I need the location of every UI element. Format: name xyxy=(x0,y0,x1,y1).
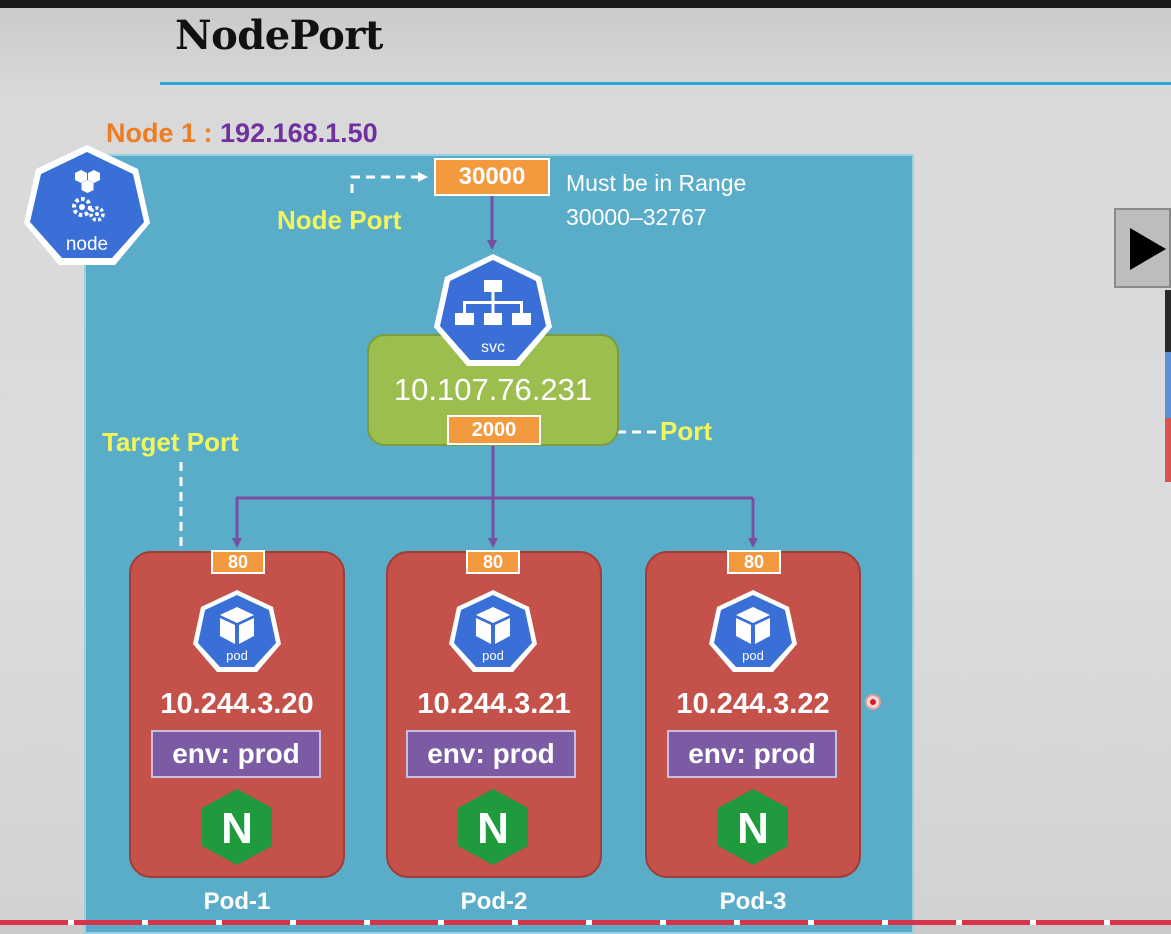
nodeport-value: 30000 xyxy=(434,158,550,196)
nginx-logo-icon: N xyxy=(458,789,528,865)
kubernetes-svc-icon: svc xyxy=(434,254,552,366)
slide-title: NodePort xyxy=(175,12,383,59)
pod-icon-label: pod xyxy=(482,648,504,663)
kubernetes-pod-icon: pod xyxy=(193,590,281,672)
target-port-label: Target Port xyxy=(102,427,239,457)
top-strip xyxy=(0,0,1171,8)
edge-bar-blue xyxy=(1165,352,1171,418)
title-rule xyxy=(160,82,1171,85)
nodeport-pointer xyxy=(350,172,428,193)
service-cluster-ip: 10.107.76.231 xyxy=(393,372,593,407)
play-button[interactable] xyxy=(1114,208,1171,288)
play-icon xyxy=(1130,228,1166,270)
pod-name: Pod-3 xyxy=(719,888,787,915)
svc-icon-label: svc xyxy=(481,339,505,356)
nodeport-range-note: Must be in Range 30000–32767 xyxy=(566,166,746,234)
edge-bar-red xyxy=(1165,418,1171,482)
bottom-strip xyxy=(0,920,1171,925)
node-name: Node 1 : xyxy=(106,118,213,148)
nginx-logo-icon: N xyxy=(202,789,272,865)
kubernetes-node-icon: node xyxy=(24,145,150,265)
nginx-letter: N xyxy=(221,804,253,853)
pod-icon-label: pod xyxy=(226,648,248,663)
pod-target-port: 80 xyxy=(211,550,265,574)
node-label: Node 1 : 192.168.1.50 xyxy=(106,118,378,149)
pod-target-port: 80 xyxy=(466,550,520,574)
pod-ip: 10.244.3.22 xyxy=(676,688,830,720)
pod-ip: 10.244.3.21 xyxy=(417,688,571,720)
port-label: Port xyxy=(660,416,712,446)
pod-ip: 10.244.3.20 xyxy=(160,688,314,720)
pod-env-label: env: prod xyxy=(151,730,321,778)
nginx-logo-icon: N xyxy=(718,789,788,865)
kubernetes-pod-icon: pod xyxy=(709,590,797,672)
pod-icon-label: pod xyxy=(742,648,764,663)
service-port: 2000 xyxy=(447,415,541,445)
pod-env-label: env: prod xyxy=(406,730,576,778)
kubernetes-pod-icon: pod xyxy=(449,590,537,672)
nginx-letter: N xyxy=(737,804,769,853)
edge-bar-dark xyxy=(1165,290,1171,352)
pod-name: Pod-2 xyxy=(460,888,528,915)
mouse-pointer-dot xyxy=(865,694,881,710)
nginx-letter: N xyxy=(477,804,509,853)
pod-name: Pod-1 xyxy=(203,888,271,915)
nodeport-label: Node Port xyxy=(277,205,402,235)
range-line-1: Must be in Range xyxy=(566,170,747,196)
range-line-2: 30000–32767 xyxy=(566,204,707,230)
node-ip: 192.168.1.50 xyxy=(220,118,378,148)
pod-env-label: env: prod xyxy=(667,730,837,778)
pod-target-port: 80 xyxy=(727,550,781,574)
node-icon-label: node xyxy=(66,234,108,255)
targetport-pointer xyxy=(179,462,206,567)
